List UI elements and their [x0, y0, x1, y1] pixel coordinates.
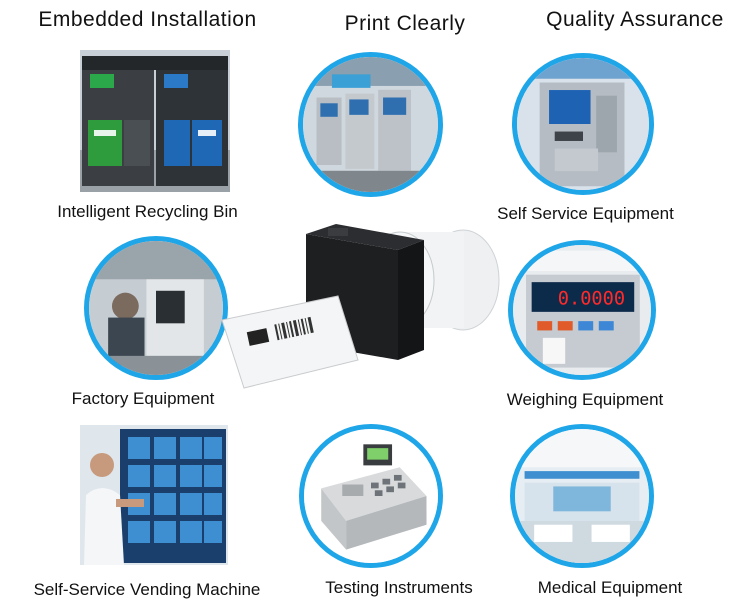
caption-recycling-bin: Intelligent Recycling Bin [57, 202, 238, 221]
heading-embedded-installation: Embedded Installation [38, 8, 257, 31]
scale-led-readout: 0.0000 [558, 288, 625, 309]
medical-room-photo [510, 424, 654, 568]
cash-register-photo [299, 424, 443, 568]
vending-machine-photo [80, 425, 228, 565]
weighing-scale-photo: 0.0000 [508, 240, 656, 380]
heading-quality-assurance: Quality Assurance [546, 8, 724, 31]
caption-medical-equipment: Medical Equipment [537, 578, 683, 597]
atm-kiosk-photo [512, 53, 654, 195]
caption-self-service-equipment: Self Service Equipment [497, 204, 674, 223]
recycling-bin-photo [80, 50, 230, 192]
factory-photo [84, 236, 228, 380]
thermal-printer-photo [218, 210, 508, 400]
caption-factory-equipment: Factory Equipment [71, 389, 215, 408]
ticket-kiosk-photo [298, 52, 443, 197]
heading-print-clearly: Print Clearly [344, 12, 466, 35]
caption-testing-instruments: Testing Instruments [325, 578, 473, 597]
caption-vending-machine: Self-Service Vending Machine [33, 580, 261, 599]
caption-weighing-equipment: Weighing Equipment [506, 390, 664, 409]
